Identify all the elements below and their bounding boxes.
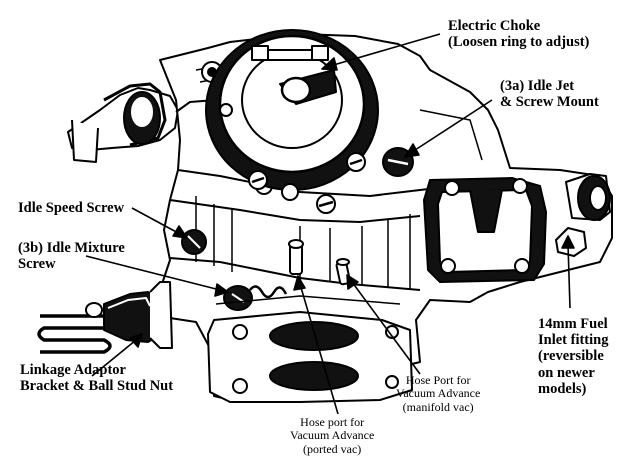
idle-mixture-screw	[223, 285, 288, 311]
leader-lines	[85, 33, 575, 415]
base-plate	[207, 295, 413, 403]
label-linkage-adaptor: Linkage Adaptor Bracket & Ball Stud Nut	[20, 362, 174, 395]
label-hose-port-manifold: Hose Port for Vacuum Advance (manifold v…	[396, 373, 481, 414]
label-idle-speed-screw: Idle Speed Screw	[18, 200, 125, 216]
label-hose-port-ported: Hose port for Vacuum Advance (ported vac…	[290, 415, 375, 456]
idle-speed-screw	[181, 229, 207, 255]
label-electric-choke: Electric Choke (Loosen ring to adjust)	[448, 18, 590, 51]
linkage-bracket	[37, 281, 173, 354]
label-fuel-inlet: 14mm Fuel Inlet fitting (reversible on n…	[538, 316, 609, 397]
label-idle-jet: (3a) Idle Jet & Screw Mount	[500, 78, 599, 111]
hose-ports	[288, 239, 351, 286]
fuel-bowl-cover	[423, 177, 547, 283]
label-idle-mixture-screw: (3b) Idle Mixture Screw	[18, 240, 125, 273]
throttle-arm	[67, 82, 179, 163]
